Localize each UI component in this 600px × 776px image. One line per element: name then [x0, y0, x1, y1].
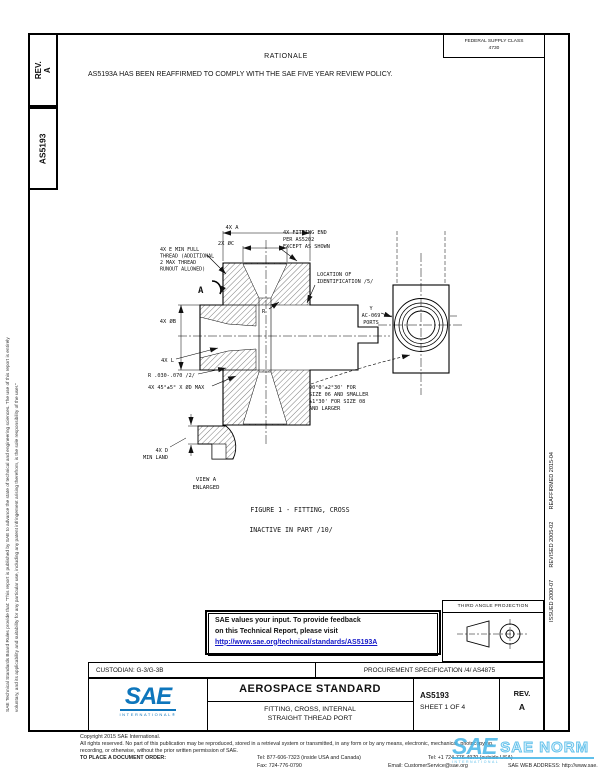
rationale-title: RATIONALE — [264, 53, 308, 60]
doc-number: AS5193 — [420, 691, 449, 700]
dim-b-label: 4X ØB — [160, 318, 176, 325]
note-thread-4: RUNOUT ALLOWED) — [160, 267, 205, 273]
footer-fax: Fax: 724-776-0790 — [257, 762, 302, 769]
note-angle-1: 90°0'±2°30' FOR — [309, 385, 357, 391]
watermark-rule — [452, 757, 594, 759]
front-view-outline — [199, 262, 379, 426]
figure-status: INACTIVE IN PART /10/ — [249, 526, 332, 534]
projection-box: THIRD ANGLE PROJECTION — [442, 600, 544, 662]
note-fitting-end-1: 4X FITTING END — [283, 230, 327, 236]
note-chamfer: 4X 45°±5° X ØD MAX — [148, 384, 205, 391]
custodian-row: CUSTODIAN: G-3/G-3B PROCUREMENT SPECIFIC… — [88, 662, 544, 678]
fsc-label: FEDERAL SUPPLY CLASS — [464, 39, 524, 44]
watermark-sub: INTERNATIONAL — [452, 760, 500, 764]
rev-cell-value: A — [518, 702, 526, 712]
sae-norm-watermark: SAE SAE NORM INTERNATIONAL — [452, 733, 600, 764]
sae-logo-sub: INTERNATIONAL® — [119, 712, 177, 717]
note-angle-2: SIZE 06 AND SMALLER — [309, 392, 369, 398]
fsc-value: 4730 — [488, 46, 500, 52]
dim-c-label: 2X ØC — [218, 240, 234, 247]
figure-caption: FIGURE 1 - FITTING, CROSS — [250, 506, 349, 514]
dim-l-label: 4X L — [161, 358, 174, 364]
footer-web: SAE WEB ADDRESS: http://www.sae.org — [508, 762, 598, 769]
doc-number-box: AS5193 — [28, 107, 58, 190]
rev-cell-label: REV. — [513, 689, 531, 698]
note-location-1: LOCATION OF — [317, 272, 351, 278]
watermark-sae-logo: SAE — [452, 733, 497, 759]
footer-order-label: TO PLACE A DOCUMENT ORDER: — [80, 755, 167, 761]
left-disclaimer-1: SAE Technical Standards Board Rules prov… — [6, 337, 11, 712]
view-a-label: VIEW A — [196, 477, 217, 483]
footer-copyright: Copyright 2015 SAE International. — [80, 734, 161, 740]
doc-number-side: AS5193 — [37, 133, 48, 164]
rationale-body: AS5193A HAS BEEN REAFFIRMED TO COMPLY WI… — [88, 71, 393, 78]
third-angle-symbol — [457, 619, 529, 649]
note-ports-3: PORTS — [363, 320, 379, 326]
note-angle-4: AND LARGER — [309, 406, 341, 412]
note-thread-1: 4X E MIN FULL — [160, 247, 199, 253]
feedback-line2: on this Technical Report, please visit — [215, 627, 338, 635]
projection-label: THIRD ANGLE PROJECTION — [443, 601, 543, 613]
r-leader-label: R — [262, 309, 266, 315]
view-a-sub: ENLARGED — [193, 485, 221, 491]
procurement-cell: PROCUREMENT SPECIFICATION /4/ AS4875 — [363, 666, 496, 674]
feedback-line1: SAE values your input. To provide feedba… — [215, 617, 361, 624]
note-ports-2: AC-069 — [362, 313, 381, 319]
standard-type: AEROSPACE STANDARD — [239, 683, 381, 695]
feedback-box: SAE values your input. To provide feedba… — [205, 610, 441, 656]
feedback-link[interactable]: http://www.sae.org/technical/standards/A… — [215, 638, 378, 646]
note-ports-1: Y — [369, 306, 373, 312]
rev-box-value: A — [43, 67, 52, 73]
title-block: SAE INTERNATIONAL® AEROSPACE STANDARD FI… — [88, 678, 544, 732]
note-radius: R .030-.070 /2/ — [148, 373, 195, 379]
section-a-label: A — [198, 286, 204, 296]
footer-email: Email: CustomerService@sae.org — [388, 762, 468, 769]
dim-d-label: 4X D — [156, 448, 169, 454]
watermark-text: SAE NORM — [500, 739, 590, 757]
note-angle-3: ±1°30' FOR SIZE 08 — [309, 399, 365, 405]
dim-a-label: 4X A — [226, 225, 240, 231]
dim-d2-label: MIN LAND — [143, 455, 168, 461]
left-disclaimer-2: voluntary, and its applicability and sui… — [15, 383, 20, 712]
note-thread-3: 2 MAX THREAD — [160, 260, 196, 266]
fsc-box: FEDERAL SUPPLY CLASS 4730 — [443, 33, 544, 58]
rev-box: REV. A — [28, 33, 58, 107]
rev-box-label: REV. — [33, 61, 43, 79]
figure-1-drawing: 4X A 2X ØC 4X ØB 4X FITTING END PER AS52… — [143, 225, 464, 534]
footer-rights1: All rights reserved. No part of this pub… — [80, 741, 494, 747]
sae-logo-text: SAE — [124, 683, 172, 710]
note-thread-2: THREAD (ADDITIONAL — [160, 254, 214, 260]
doc-title-line1: FITTING, CROSS, INTERNAL — [264, 706, 356, 713]
custodian-cell: CUSTODIAN: G-3/G-3B — [89, 663, 316, 677]
note-location-2: IDENTIFICATION /5/ — [317, 279, 373, 285]
revision-strip-line — [544, 33, 545, 732]
sae-logo: SAE INTERNATIONAL® — [89, 685, 207, 717]
footer-tel-inside: Tel: 877-606-7323 (inside USA and Canada… — [257, 755, 361, 761]
note-fitting-end-2: PER AS5202 — [283, 237, 314, 243]
sheet-number: SHEET 1 OF 4 — [420, 704, 466, 711]
note-fitting-end-3: EXCEPT AS SHOWN — [283, 244, 330, 250]
footer-rights2: recording, or otherwise, without the pri… — [80, 747, 239, 754]
doc-title-line2: STRAIGHT THREAD PORT — [267, 715, 353, 722]
